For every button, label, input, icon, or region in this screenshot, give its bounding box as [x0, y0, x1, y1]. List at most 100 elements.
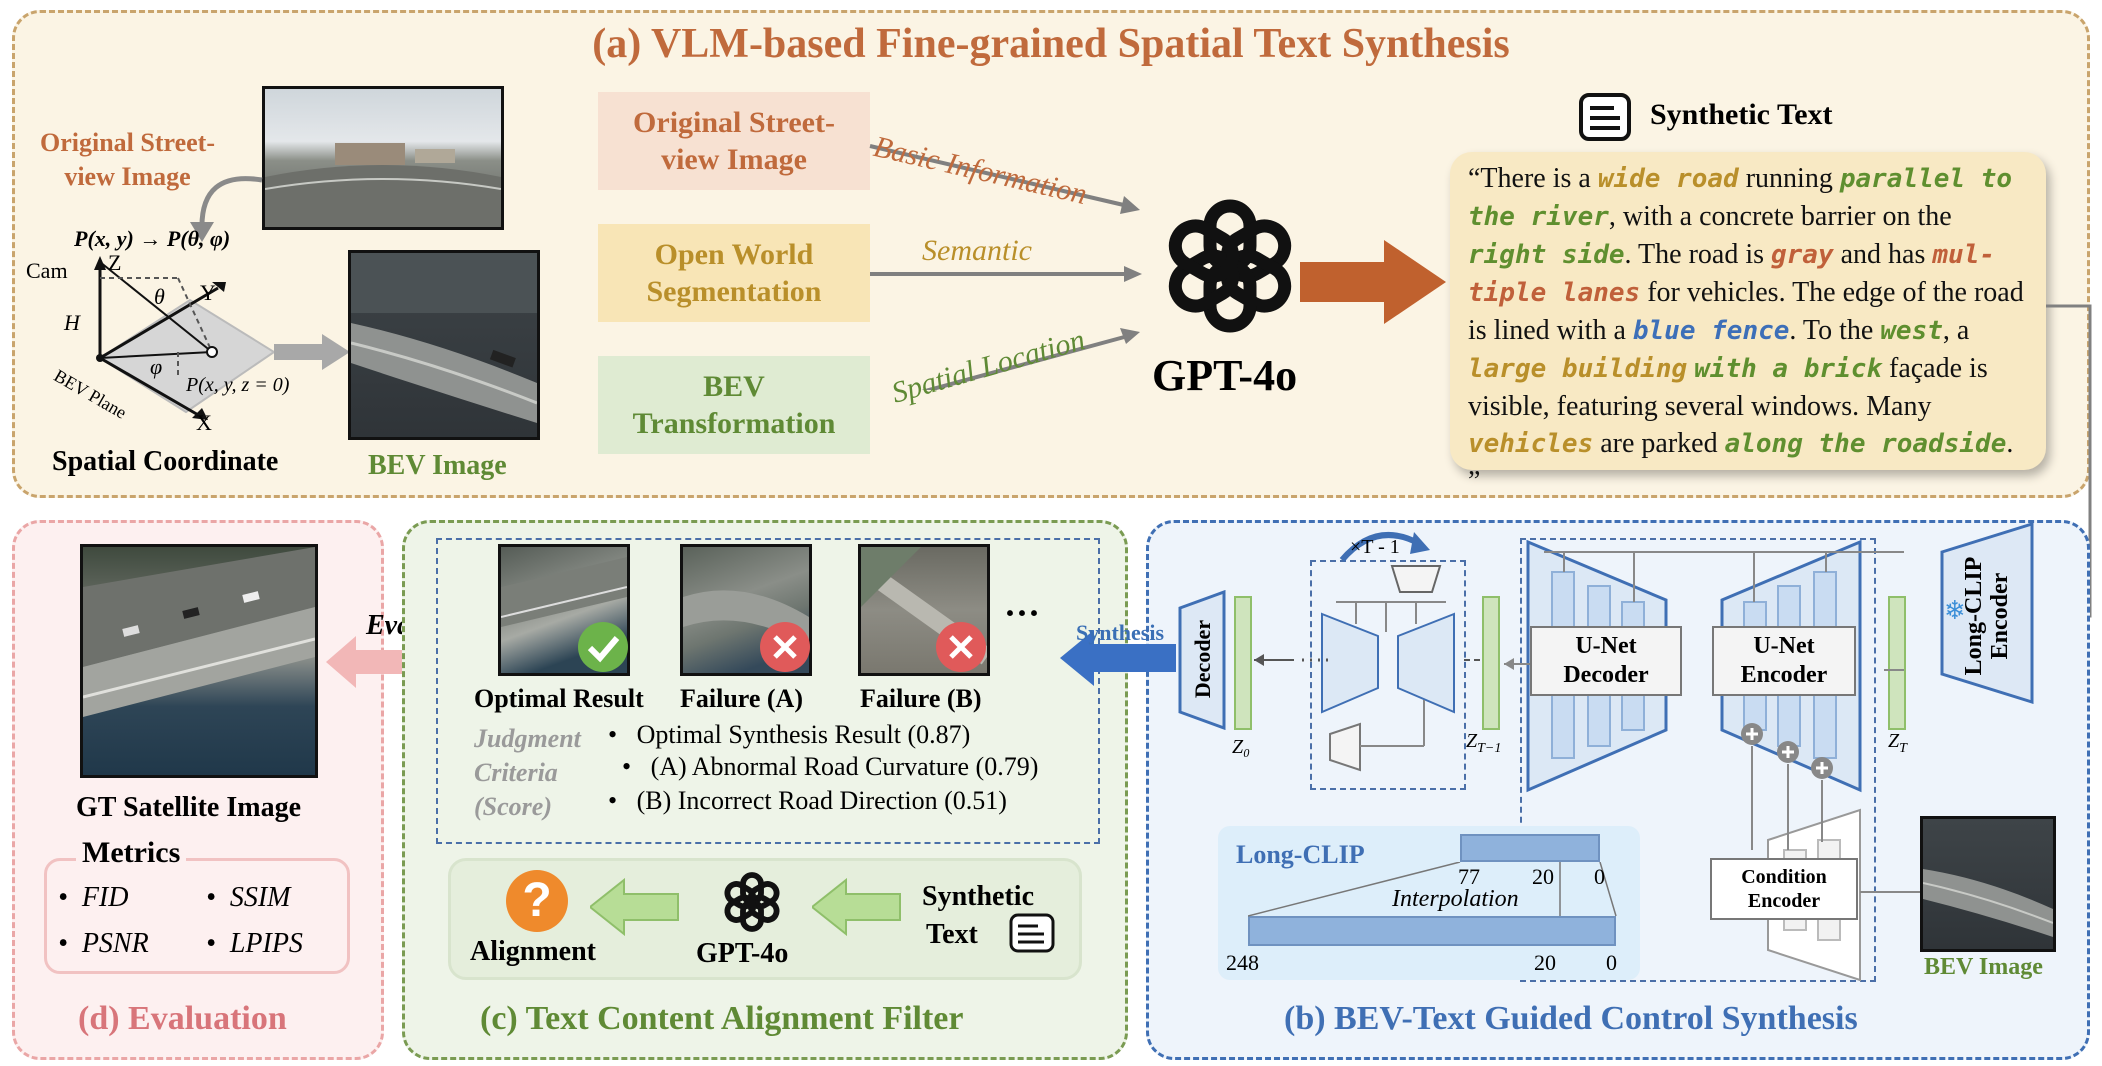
metric-psnr: • PSNR [58, 928, 149, 959]
quote-text: and has [1833, 239, 1933, 270]
panorama-sketch [265, 143, 501, 227]
criterion-b-text: (B) Incorrect Road Direction (0.51) [636, 786, 1007, 815]
bev-point-label: P(x, y, z = 0) [186, 374, 290, 396]
synthetic-text-line1: Synthetic [922, 881, 1034, 912]
question-mark: ? [522, 874, 552, 927]
latent-zt [1888, 596, 1906, 730]
quote-keyword: large building [1468, 354, 1688, 384]
dotted-connectors [1254, 654, 1484, 666]
gt-satellite-label: GT Satellite Image [76, 792, 302, 823]
decoder-shape [1178, 590, 1226, 730]
criterion-optimal: • Optimal Synthesis Result (0.87) [608, 720, 971, 749]
quote-text: façade is visible, featuring several win… [1468, 353, 1988, 422]
bev-image-small [1920, 816, 2056, 952]
decoder-label: Decoder [1190, 619, 1215, 699]
iteration-unet-sketch [1321, 532, 1455, 772]
projection-formula: P(x, y) → P(θ, φ) [74, 226, 231, 251]
unet-decoder-line1: U-Net [1575, 633, 1637, 660]
spatial-coordinate-label: Spatial Coordinate [52, 446, 279, 477]
synthesis-label: Synthesis [1076, 620, 1165, 645]
axis-x: X [196, 410, 212, 435]
axis-h: H [64, 310, 80, 335]
quote-keyword: parallel to the river [1468, 164, 2013, 232]
metric-psnr-text: PSNR [81, 928, 149, 959]
tick-20b: 20 [1534, 950, 1556, 975]
gt-satellite-image [80, 544, 318, 778]
metrics-box [44, 858, 350, 974]
latent-zt1 [1482, 596, 1500, 730]
metric-lpips-text: LPIPS [229, 928, 303, 959]
panel-c-title: (c) Text Content Alignment Filter [480, 1000, 964, 1037]
bev-image-label-b: BEV Image [1924, 954, 2043, 980]
judgment-dashed-box [436, 538, 1100, 844]
snowflake-icon: ❄ [1944, 596, 1966, 626]
document-icon [1579, 93, 1631, 141]
unet-decoder-line2: Decoder [1563, 662, 1649, 688]
bev-image-label: BEV Image [368, 450, 507, 481]
synthetic-text-line2: Text [926, 919, 978, 950]
question-icon [506, 870, 568, 932]
metric-lpips: • LPIPS [206, 928, 303, 959]
curved-arrow-street-to-coord [190, 176, 263, 242]
alignment-label: Alignment [470, 936, 596, 967]
source-seg-line2: Segmentation [646, 275, 822, 308]
street-view-label: Original Street- view Image [40, 126, 215, 194]
angle-phi: φ [150, 354, 163, 379]
gpt-label-c: GPT-4o [696, 938, 789, 969]
quote-keyword: blue fence [1632, 316, 1790, 346]
quote-keyword: along the roadside [1724, 429, 2007, 459]
tick-0a: 0 [1594, 864, 1605, 889]
bev-image [348, 250, 540, 440]
unet-encoder-line1: U-Net [1753, 633, 1815, 660]
tick-0b: 0 [1606, 950, 1617, 975]
panel-a-title: (a) VLM-based Fine-grained Spatial Text … [592, 21, 1510, 67]
criterion-a-text: (A) Abnormal Road Curvature (0.79) [650, 752, 1039, 781]
angle-theta: θ [154, 284, 165, 309]
quote-keyword: gray [1771, 240, 1834, 270]
quote-text: . ” [1468, 428, 2014, 497]
source-seg-line1: Open World [654, 237, 814, 271]
metric-ssim-text: SSIM [229, 882, 291, 913]
longclip-label: Long-CLIP [1236, 840, 1365, 869]
longclip-encoder-line2: Encoder [1987, 572, 2013, 660]
ellipsis: ··· [1004, 593, 1041, 633]
quote-keyword: west [1880, 316, 1943, 346]
latent-z0 [1234, 596, 1252, 730]
x-axis [99, 356, 201, 418]
judgment-criteria-label: Judgment Criteria (Score) [474, 722, 581, 824]
condition-encoder-line1: Condition [1741, 866, 1827, 888]
quote-text: running [1738, 163, 1840, 194]
arrow-gpt-to-alignment [590, 878, 679, 936]
synthetic-text-title: Synthetic Text [1650, 98, 1833, 131]
quote-text: . To the [1789, 315, 1881, 346]
failure-a-label: Failure (A) [680, 684, 803, 713]
failure-b-label: Failure (B) [860, 684, 982, 713]
synthetic-text-quote: “There is a wide road running parallel t… [1450, 152, 2046, 497]
quote-text: “There is a [1468, 163, 1598, 194]
quote-keyword: right side [1468, 240, 1625, 270]
quote-text: . The road is [1624, 239, 1771, 270]
source-street-view: Original Street-view Image [598, 92, 870, 190]
y-axis [99, 286, 219, 360]
source-arrows [869, 144, 1142, 390]
tick-248: 248 [1226, 950, 1259, 975]
tick-20a: 20 [1532, 864, 1554, 889]
quote-text: , a [1942, 315, 1970, 346]
street-view-label-line1: Original Street- [40, 128, 215, 157]
quote-keyword: wide road [1597, 164, 1739, 194]
zt1-label: ZT−1 [1466, 730, 1502, 756]
bev-image-sketch [351, 253, 537, 423]
metric-ssim: • SSIM [206, 882, 291, 913]
quote-keyword: with a brick [1694, 354, 1882, 384]
quote-text: , with a concrete barrier on the [1608, 201, 1952, 232]
longclip-encoder-shape [1940, 522, 2034, 704]
axis-cam: Cam [26, 258, 68, 283]
tick-77: 77 [1458, 864, 1480, 889]
arrow-gpt-to-text [1300, 240, 1446, 324]
spatial-coordinate-diagram [94, 256, 276, 420]
zt-label: ZT [1888, 730, 1907, 756]
